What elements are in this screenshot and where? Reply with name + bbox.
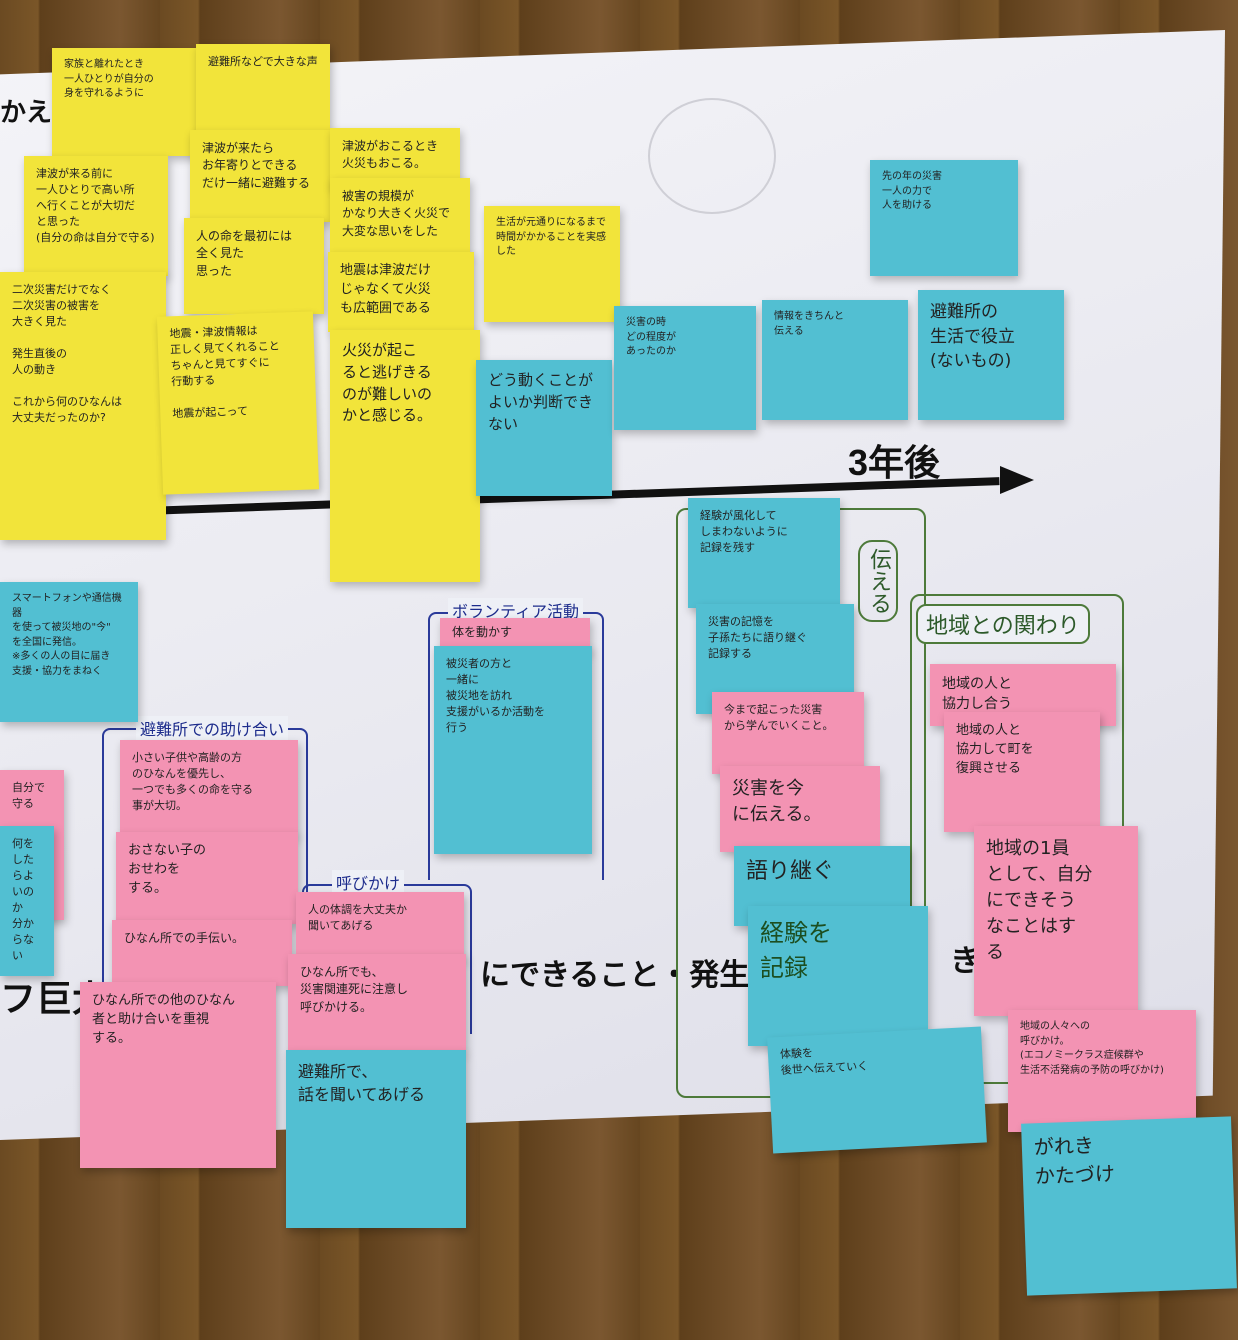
sticky-note-pink: 人の体調を大丈夫か 聞いてあげる [296, 892, 464, 960]
shelter-help-heading: 避難所での助け合い [136, 716, 289, 740]
sticky-note-yellow: 津波が来たら お年寄りとできる だけ一緒に避難する [190, 130, 330, 222]
sticky-note-pink: ひなん所での手伝い。 [112, 920, 292, 986]
sticky-note-yellow: 被害の規模が かなり大きく火災で 大変な思いをした [330, 178, 470, 256]
community-heading: 地域との関わり [916, 604, 1090, 644]
sticky-note-yellow: 人の命を最初には 全く見た 思った [184, 218, 324, 314]
sticky-note-blue: 先の年の災害 一人の力で 人を助ける [870, 160, 1018, 276]
sticky-note-yellow: 津波が来る前に 一人ひとりで高い所 へ行くことが大切だ と思った (自分の命は自… [24, 156, 168, 276]
sticky-note-blue: 避難所で、 話を聞いてあげる [286, 1050, 466, 1228]
sticky-note-yellow: 生活が元通りになるまで 時間がかかることを実感した [484, 206, 620, 322]
sticky-note-pink: 災害を今 に伝える。 [720, 766, 880, 852]
sticky-note-pink: 地域の1員 として、自分 にできそう なことはす る [974, 826, 1138, 1016]
faint-stamp-circle [648, 98, 776, 214]
sticky-note-blue: どう動くことがよいか判断できない [476, 360, 612, 496]
convey-heading: 伝える [858, 540, 898, 622]
sticky-note-yellow: 火災が起こ ると逃げきる のが難しいの かと感じる。 [330, 330, 480, 582]
sticky-note-pink: 地域の人と 協力して町を 復興させる [944, 712, 1100, 832]
sticky-note-pink: ひなん所でも、 災害関連死に注意し 呼びかける。 [288, 954, 466, 1052]
sticky-note-blue: 災害の時 どの程度が あったのか [614, 306, 756, 430]
sticky-note-blue: 災害の記憶を 子孫たちに語り継ぐ 記録する [696, 604, 854, 714]
sticky-note-yellow: 地震は津波だけ じゃなくて火災 も広範囲である [328, 252, 474, 332]
sticky-note-blue: 何をしたらよいのか 分からない [0, 826, 54, 976]
sticky-note-yellow: 地震・津波情報は 正しく見てくれること ちゃんと見てすぐに 行動する 地震が起こ… [156, 311, 320, 495]
sticky-note-pink: ひなん所での他のひなん 者と助け合いを重視 する。 [80, 982, 276, 1168]
sticky-note-pink: おさない子の おせわを する。 [116, 832, 298, 924]
sticky-note-blue: 経験が風化して しまわないように 記録を残す [688, 498, 840, 608]
sticky-note-pink: 地域の人々への 呼びかけ。 (エコノミークラス症候群や 生活不活発病の予防の呼び… [1008, 1010, 1196, 1132]
sticky-note-pink: 小さい子供や高齢の方 のひなんを優先し、 一つでも多くの命を守る 事が大切。 [120, 740, 298, 836]
call-out-heading: 呼びかけ [332, 870, 405, 894]
sticky-note-yellow: 家族と離れたとき 一人ひとりが自分の 身を守れるように [52, 48, 196, 156]
sticky-note-blue: 体験を 後世へ伝えていく [767, 1026, 987, 1154]
sticky-note-blue: 避難所の 生活で役立 (ないもの) [918, 290, 1064, 420]
sticky-note-blue: 被災者の方と 一緒に 被災地を訪れ 支援がいるか活動を 行う [434, 646, 592, 854]
sticky-note-blue: スマートフォンや通信機器 を使って被災地の"今" を全国に発信。 ※多くの人の目… [0, 582, 138, 722]
sticky-note-blue: 情報をきちんと 伝える [762, 300, 908, 420]
printed-heading-fragment: かえ [0, 97, 53, 127]
sticky-note-yellow: 避難所などで大きな声 [196, 44, 330, 144]
printed-lower-center: にできること・発生 [480, 959, 750, 992]
sticky-note-blue: がれき かたづけ [1021, 1116, 1237, 1296]
sticky-note-blue: 経験を 記録 [748, 906, 928, 1046]
sticky-note-yellow: 二次災害だけでなく 二次災害の被害を 大きく見た 発生直後の 人の動き これから… [0, 272, 166, 540]
timeline-arrowhead [1000, 466, 1034, 494]
axis-label: 3年後 [848, 442, 941, 483]
sticky-note-pink: 今まで起こった災害 から学んでいくこと。 [712, 692, 864, 774]
